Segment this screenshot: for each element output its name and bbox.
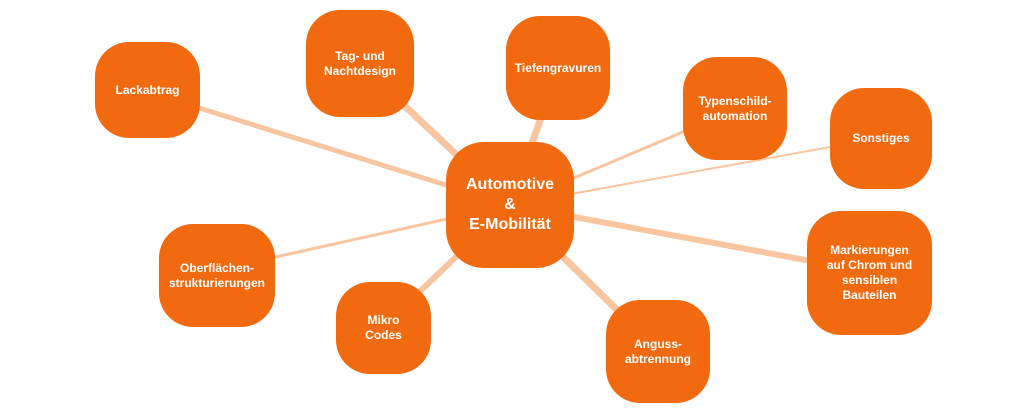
- node-markierungen-label: Markierungen auf Chrom und sensiblen Bau…: [826, 243, 913, 302]
- node-tag-nachtdesign-label: Tag- und Nachtdesign: [323, 48, 396, 78]
- node-sonstiges: Sonstiges: [830, 88, 932, 189]
- node-oberflaechenstrukturierungen: Oberflächen- strukturierungen: [159, 224, 275, 327]
- hub-automotive-e-mobilitaet: Automotive & E-Mobilität: [446, 142, 574, 268]
- node-tag-nachtdesign: Tag- und Nachtdesign: [306, 10, 414, 117]
- node-lackabtrag-label: Lackabtrag: [115, 82, 180, 97]
- node-oberflaechenstrukturierungen-label: Oberflächen- strukturierungen: [168, 260, 265, 290]
- hub-label: Automotive & E-Mobilität: [466, 176, 554, 233]
- node-markierungen: Markierungen auf Chrom und sensiblen Bau…: [807, 211, 932, 335]
- node-typenschildautomation-label: Typenschild- automation: [698, 93, 772, 123]
- node-mikro-codes: Mikro Codes: [336, 282, 431, 374]
- node-tiefengravuren: Tiefengravuren: [506, 16, 610, 120]
- node-angussabtrennung-label: Anguss- abtrennung: [625, 336, 691, 366]
- node-sonstiges-label: Sonstiges: [852, 131, 910, 145]
- node-lackabtrag: Lackabtrag: [95, 42, 200, 138]
- node-tiefengravuren-label: Tiefengravuren: [514, 60, 602, 75]
- node-mikro-codes-label: Mikro Codes: [365, 313, 402, 342]
- node-typenschildautomation: Typenschild- automation: [683, 57, 787, 160]
- node-angussabtrennung: Anguss- abtrennung: [606, 300, 710, 403]
